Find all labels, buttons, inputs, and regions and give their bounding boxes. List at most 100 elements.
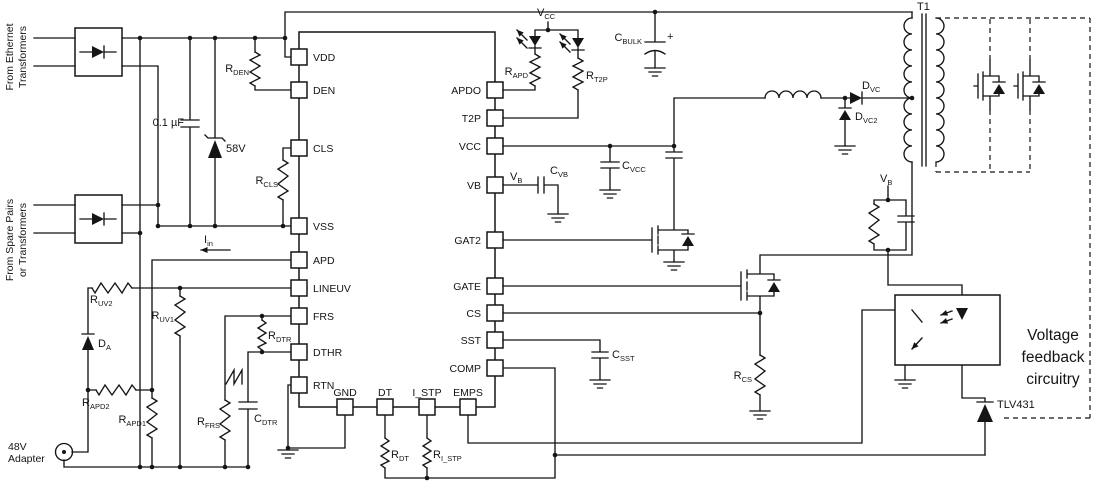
- label-dvc2: DVC2: [855, 111, 878, 125]
- right-power-section: VCC RAPD RT2P CBULK + VB CVB CVCC CSST R…: [502, 1, 1091, 456]
- label-cbulk: CBULK: [614, 32, 642, 46]
- label-rt2p: RT2P: [586, 70, 608, 84]
- pin-lineuv: [290, 279, 308, 297]
- tlv431-shunt: [977, 404, 993, 422]
- pin-label-istp: I_STP: [412, 387, 441, 399]
- junction-dots: [85, 9, 915, 481]
- controller-ic: VDD DEN CLS VSS APD LINEUV FRS DTHR RTN …: [290, 31, 504, 416]
- label-feedback-3: circuitry: [1026, 371, 1080, 388]
- resistor-rcs: [753, 354, 767, 396]
- secondary-rectifier: [935, 17, 1091, 419]
- pin-vcc: [486, 137, 504, 155]
- resistor-ruv2: [91, 281, 133, 295]
- label-rdtr: RDTR: [268, 330, 292, 344]
- pin-label-sst: SST: [461, 335, 482, 347]
- diode-da: [82, 336, 94, 350]
- resistor-rcls: [276, 159, 290, 201]
- label-rfrs: RFRS: [197, 416, 220, 430]
- resistor-ruv1: [173, 295, 187, 337]
- label-feedback-1: Voltage: [1027, 327, 1079, 344]
- label-vcc-supply: VCC: [537, 7, 556, 21]
- label-rcls: RCLS: [255, 175, 278, 189]
- label-cbulk-plus: +: [667, 31, 673, 43]
- resistor-rden: [248, 51, 262, 87]
- diode-dvc2: [839, 110, 851, 120]
- label-vb-left: VB: [510, 171, 522, 185]
- label-from-ethernet-2: Transformers: [17, 26, 29, 88]
- led-t2p: [559, 33, 584, 53]
- label-i-in: Iin: [204, 234, 213, 248]
- transformer-t1: [903, 13, 945, 167]
- left-wiring: [33, 11, 986, 479]
- mosfet1-body-diode: [682, 236, 694, 246]
- pin-vdd: [290, 48, 308, 66]
- pin-t2p: [486, 109, 504, 127]
- label-adapter-2: Adapter: [8, 453, 45, 465]
- pin-label-apd: APD: [313, 255, 335, 267]
- mosfet2-body-diode: [768, 282, 780, 292]
- pin-cs: [486, 304, 504, 322]
- diode-dvc: [850, 92, 862, 104]
- pin-vb: [486, 176, 504, 194]
- label-cap-input: 0.1 µF: [153, 117, 185, 129]
- pin-apd: [290, 251, 308, 269]
- pin-gat2: [486, 231, 504, 249]
- sawtooth-icon: [225, 367, 243, 387]
- label-rcs: RCS: [734, 370, 752, 384]
- bridge-rectifier-top: [74, 27, 123, 77]
- pin-vss: [290, 217, 308, 235]
- pin-cls: [290, 139, 308, 157]
- ground-symbols: [277, 67, 916, 459]
- cbulk-curved-plate: [644, 49, 666, 55]
- adapter-jack: [54, 442, 74, 462]
- resistor-rdt: [379, 437, 391, 469]
- resistor-rapd2: [95, 383, 137, 397]
- pin-label-lineuv: LINEUV: [313, 283, 351, 295]
- resistor-rt2p: [571, 57, 585, 91]
- label-58v: 58V: [226, 143, 246, 155]
- pin-label-vss: VSS: [313, 221, 334, 233]
- pin-istp: [418, 398, 436, 416]
- pin-frs: [290, 307, 308, 325]
- label-rdt: RDT: [391, 449, 409, 463]
- label-dvc: DVC: [862, 80, 881, 94]
- pin-label-gat2: GAT2: [454, 235, 481, 247]
- label-cvb: CVB: [550, 165, 568, 179]
- pin-emps: [459, 398, 477, 416]
- resistor-rapd: [528, 53, 542, 87]
- pin-label-cls: CLS: [313, 143, 333, 155]
- pin-label-cs: CS: [466, 308, 481, 320]
- label-cdtr: CDTR: [254, 413, 278, 427]
- led-apdo: [516, 29, 541, 49]
- pin-label-gnd: GND: [333, 387, 357, 399]
- pin-label-gate: GATE: [453, 281, 481, 293]
- ic-body: [298, 31, 496, 408]
- pin-label-comp: COMP: [450, 363, 482, 375]
- label-tlv431: TLV431: [997, 399, 1035, 411]
- resistor-ristp: [421, 437, 433, 469]
- label-ruv1: RUV1: [151, 310, 174, 324]
- label-ristp: RI_STP: [433, 449, 462, 463]
- pin-label-frs: FRS: [313, 311, 334, 323]
- label-feedback-2: feedback: [1022, 349, 1085, 366]
- label-t1: T1: [917, 1, 930, 13]
- pin-label-dthr: DTHR: [313, 347, 343, 359]
- pin-label-vdd: VDD: [313, 52, 336, 64]
- resistor-rfrs: [218, 399, 232, 441]
- resistor-rdtr: [256, 319, 268, 351]
- pin-label-emps: EMPS: [453, 387, 483, 399]
- pin-label-dt: DT: [378, 387, 393, 399]
- pin-dt: [376, 398, 394, 416]
- pin-label-rtn: RTN: [313, 380, 334, 392]
- pin-rtn: [290, 376, 308, 394]
- zener-58v: [204, 134, 226, 158]
- pin-gate: [486, 277, 504, 295]
- label-adapter-1: 48V: [8, 441, 27, 453]
- label-ruv2: RUV2: [90, 294, 113, 308]
- label-vb-right: VB: [880, 173, 892, 187]
- left-input-section: From Ethernet Transformers From Spare Pa…: [4, 11, 986, 479]
- pin-label-den: DEN: [313, 85, 335, 97]
- pin-gnd: [336, 398, 354, 416]
